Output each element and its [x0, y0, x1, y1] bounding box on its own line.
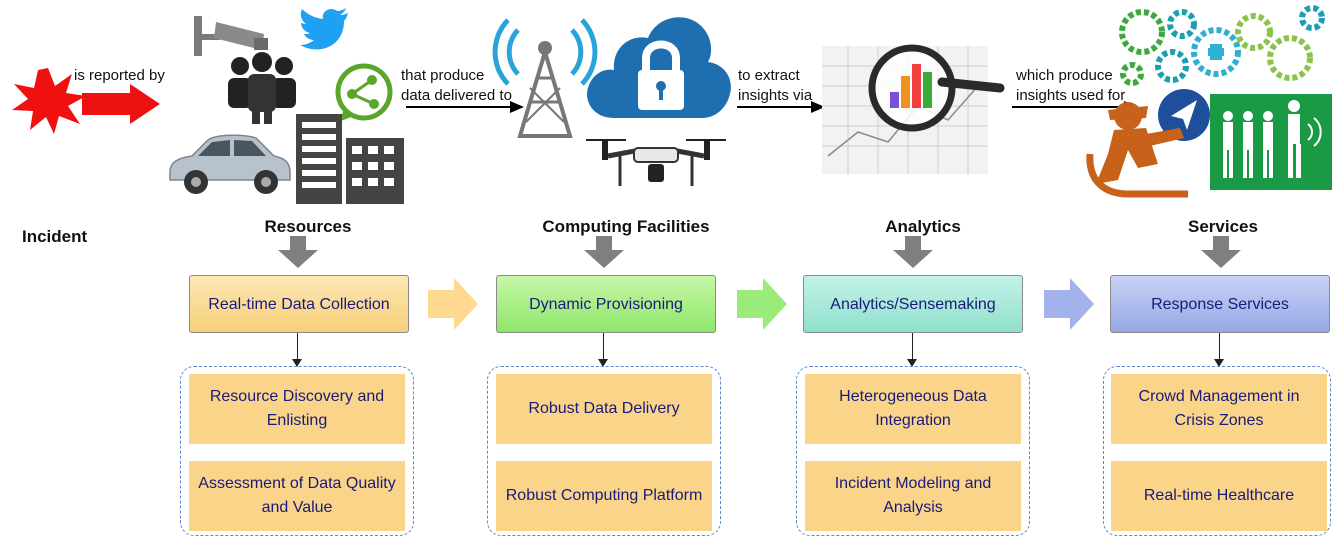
- people-group-icon: [228, 52, 296, 124]
- which-text-line1: which produce: [1016, 67, 1113, 84]
- firefighter-icon: [1086, 102, 1188, 198]
- box-response-services: Response Services: [1110, 275, 1330, 333]
- down-arrow-computing: [584, 236, 624, 268]
- extract-text-line2: insights via: [738, 87, 813, 104]
- heading-services: Services: [1188, 217, 1258, 236]
- down-arrow-services: [1201, 236, 1241, 268]
- connector-arrowhead-resources: [292, 359, 302, 367]
- sub-incident-modeling-analysis: Incident Modeling and Analysis: [805, 461, 1021, 531]
- heading-analytics: Analytics: [885, 217, 961, 236]
- group-computing: [487, 366, 721, 536]
- sub-assessment-data-quality: Assessment of Data Quality and Value: [189, 461, 405, 531]
- building-icon: [296, 114, 404, 204]
- stage-arrow-3: [1044, 278, 1094, 330]
- sub-robust-data-delivery: Robust Data Delivery: [496, 374, 712, 444]
- extract-text-line1: to extract: [738, 67, 800, 84]
- box-real-time-data-collection: Real-time Data Collection: [189, 275, 409, 333]
- heading-computing-facilities: Computing Facilities: [542, 217, 710, 236]
- sub-crowd-management: Crowd Management in Crisis Zones: [1111, 374, 1327, 444]
- incident-label: Incident: [22, 227, 88, 246]
- heading-resources: Resources: [264, 217, 352, 236]
- which-text-line2: insights used for: [1016, 87, 1126, 104]
- stage-arrow-1: [428, 278, 478, 330]
- box-dynamic-provisioning: Dynamic Provisioning: [496, 275, 716, 333]
- connector-analytics: [912, 333, 913, 361]
- connector-arrowhead-services: [1214, 359, 1224, 367]
- stage-arrow-2: [737, 278, 787, 330]
- box-analytics-sensemaking: Analytics/Sensemaking: [803, 275, 1023, 333]
- radio-tower-icon: [492, 18, 598, 138]
- car-icon: [169, 134, 291, 194]
- connector-arrowhead-analytics: [907, 359, 917, 367]
- cloud-lock-icon: [587, 17, 731, 119]
- connector-services: [1219, 333, 1220, 361]
- navigation-icon: [1158, 89, 1210, 141]
- sub-real-time-healthcare: Real-time Healthcare: [1111, 461, 1327, 531]
- flow-arrow-2: [737, 101, 825, 113]
- connector-computing: [603, 333, 604, 361]
- sub-resource-discovery: Resource Discovery and Enlisting: [189, 374, 405, 444]
- gear-cluster-icon: [1119, 5, 1325, 86]
- evacuation-icon: [1210, 94, 1332, 190]
- reported-by-text: is reported by: [74, 67, 165, 84]
- connector-resources: [297, 333, 298, 361]
- magnifier-chart-icon: [822, 44, 1005, 174]
- down-arrow-analytics: [893, 236, 933, 268]
- drone-icon: [586, 139, 726, 186]
- connector-arrowhead-computing: [598, 359, 608, 367]
- group-analytics: [796, 366, 1030, 536]
- produce-text-line1: that produce: [401, 67, 485, 84]
- cctv-camera-icon: [194, 16, 268, 56]
- group-resources: [180, 366, 414, 536]
- twitter-bird-icon: [300, 8, 348, 50]
- sub-robust-computing-platform: Robust Computing Platform: [496, 461, 712, 531]
- group-services: [1103, 366, 1331, 536]
- explosion-icon: [12, 68, 86, 134]
- down-arrow-resources: [278, 236, 318, 268]
- red-arrow-icon: [82, 84, 160, 124]
- sub-heterogeneous-data-integration: Heterogeneous Data Integration: [805, 374, 1021, 444]
- produce-text-line2: data delivered to: [401, 87, 512, 104]
- flow-arrow-1: [406, 101, 524, 113]
